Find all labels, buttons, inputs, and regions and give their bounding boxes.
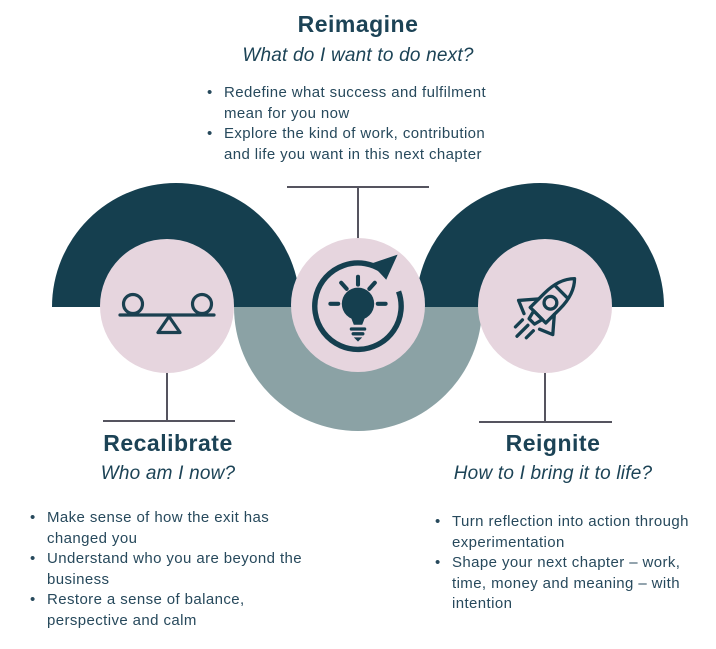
reimagine-icon-circle	[291, 238, 425, 372]
bullet-item: • Explore the kind of work, contribution…	[207, 124, 537, 165]
reignite-subtitle: How to I bring it to life?	[453, 463, 653, 484]
bullet-text: Redefine what success and fulfilment mea…	[224, 84, 487, 122]
reignite-connector-line	[544, 370, 546, 422]
recalibrate-icon-circle	[100, 239, 234, 373]
recalibrate-subtitle: Who am I now?	[100, 463, 236, 484]
reimagine-connector-line	[357, 187, 359, 241]
bullet-dot: •	[207, 84, 213, 101]
bullet-text: Shape your next chapter – work, time, mo…	[452, 554, 681, 612]
bullet-text: Restore a sense of balance, perspective …	[47, 591, 245, 629]
bullet-dot: •	[435, 554, 441, 571]
bullet-dot: •	[435, 513, 441, 530]
bullet-dot: •	[30, 509, 36, 526]
reimagine-subtitle: What do I want to do next?	[242, 45, 474, 66]
bullet-dot: •	[30, 550, 36, 567]
bullet-dot: •	[30, 591, 36, 608]
balance-scale-icon	[118, 292, 216, 335]
reimagine-bullet-list: • Redefine what success and fulfilment m…	[207, 83, 537, 165]
reignite-icon-circle	[478, 239, 612, 373]
bullet-item: • Understand who you are beyond the busi…	[30, 549, 360, 590]
bullet-item: • Make sense of how the exit has changed…	[30, 508, 360, 549]
bullet-item: • Redefine what success and fulfilment m…	[207, 83, 537, 124]
bullet-text: Understand who you are beyond the busine…	[47, 550, 303, 588]
reignite-connector-bar	[479, 421, 612, 423]
reignite-title: Reignite	[505, 430, 601, 456]
recalibrate-title: Recalibrate	[103, 430, 233, 456]
recalibrate-connector-line	[166, 370, 168, 421]
bullet-text: Explore the kind of work, contribution a…	[224, 125, 486, 163]
bullet-item: • Turn reflection into action through ex…	[435, 512, 716, 553]
bullet-text: Make sense of how the exit has changed y…	[47, 509, 270, 547]
reimagine-title: Reimagine	[297, 11, 419, 37]
recalibrate-connector-bar	[103, 420, 235, 422]
bullet-text: Turn reflection into action through expe…	[452, 513, 689, 551]
bullet-dot: •	[207, 125, 213, 142]
recalibrate-bullet-list: • Make sense of how the exit has changed…	[30, 508, 360, 631]
lightbulb-renewal-icon	[312, 254, 404, 353]
rocket-icon	[513, 276, 577, 340]
bullet-item: • Restore a sense of balance, perspectiv…	[30, 590, 360, 631]
bullet-item: • Shape your next chapter – work, time, …	[435, 553, 716, 615]
reignite-bullet-list: • Turn reflection into action through ex…	[435, 512, 716, 615]
